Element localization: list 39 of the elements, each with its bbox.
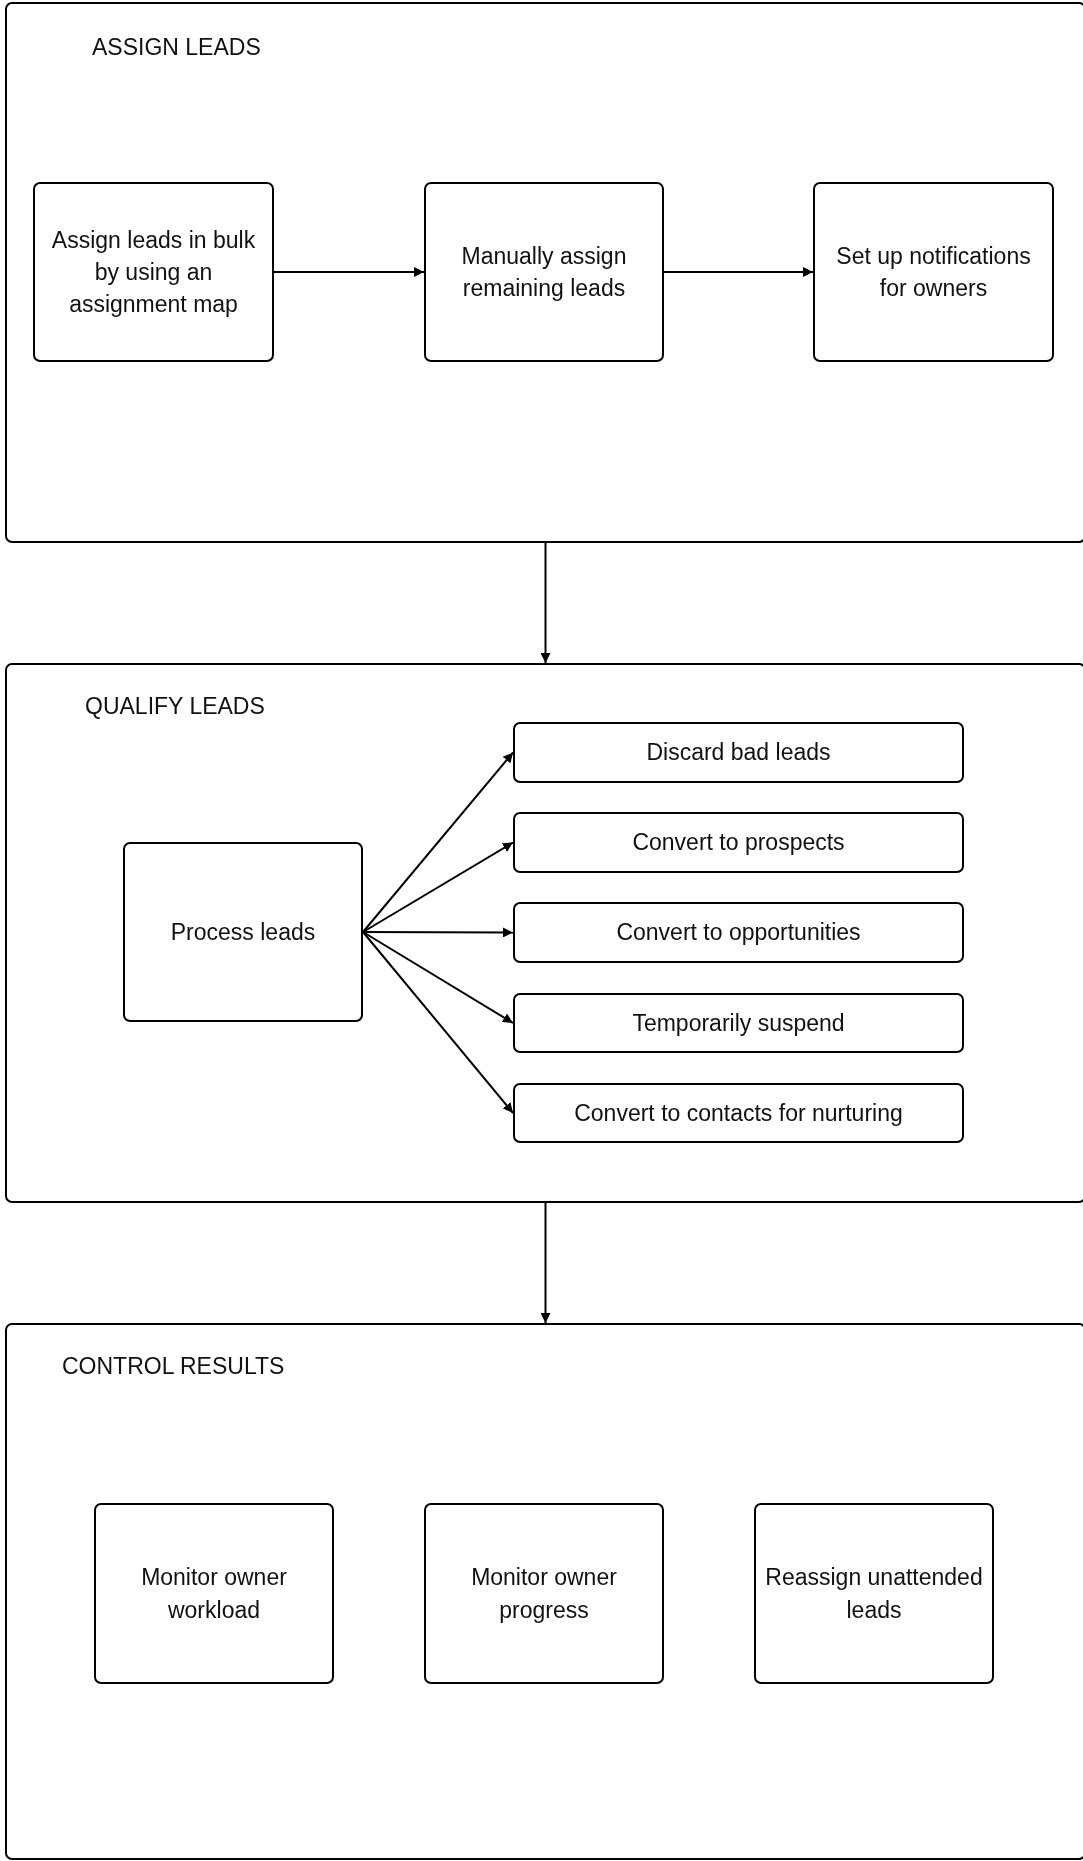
box-label: Convert to opportunities bbox=[616, 918, 861, 948]
box-label: Assign leads in bulk by using an assignment map bbox=[50, 225, 257, 320]
swimlane-panel bbox=[5, 663, 1083, 1203]
process-box bbox=[513, 902, 964, 963]
process-box bbox=[754, 1503, 994, 1684]
box-label: Monitor owner workload bbox=[140, 1563, 288, 1625]
arrow bbox=[540, 542, 551, 664]
process-box bbox=[513, 1083, 964, 1143]
box-label: Temporarily suspend bbox=[632, 1008, 845, 1038]
process-box bbox=[424, 182, 664, 362]
process-box bbox=[513, 812, 964, 873]
arrow bbox=[362, 751, 514, 933]
box-label: Process leads bbox=[170, 917, 316, 947]
process-box bbox=[33, 182, 274, 362]
lane-title: CONTROL RESULTS bbox=[62, 1353, 285, 1380]
process-box bbox=[94, 1503, 334, 1684]
arrow bbox=[362, 927, 514, 938]
process-box bbox=[513, 993, 964, 1053]
box-label: Convert to prospects bbox=[632, 828, 845, 858]
lane-title: ASSIGN LEADS bbox=[92, 34, 261, 61]
swimlane-panel bbox=[5, 1323, 1083, 1860]
box-label: Monitor owner progress bbox=[470, 1563, 618, 1625]
arrow bbox=[362, 841, 514, 933]
lane-title: QUALIFY LEADS bbox=[85, 693, 265, 720]
box-label: Discard bad leads bbox=[646, 738, 831, 768]
process-box bbox=[513, 722, 964, 783]
box-label: Manually assign remaining leads bbox=[460, 241, 628, 303]
process-box bbox=[813, 182, 1054, 362]
arrow bbox=[362, 931, 514, 1024]
arrow bbox=[273, 267, 425, 277]
arrow bbox=[362, 931, 514, 1114]
box-label: Reassign unattended leads bbox=[764, 1563, 984, 1625]
arrow bbox=[663, 267, 814, 277]
box-label: Set up notifications for owners bbox=[835, 241, 1032, 303]
box-label: Convert to contacts for nurturing bbox=[574, 1098, 903, 1128]
arrow bbox=[540, 1202, 551, 1324]
swimlane-panel bbox=[5, 2, 1083, 543]
process-box bbox=[123, 842, 363, 1022]
process-box bbox=[424, 1503, 664, 1684]
